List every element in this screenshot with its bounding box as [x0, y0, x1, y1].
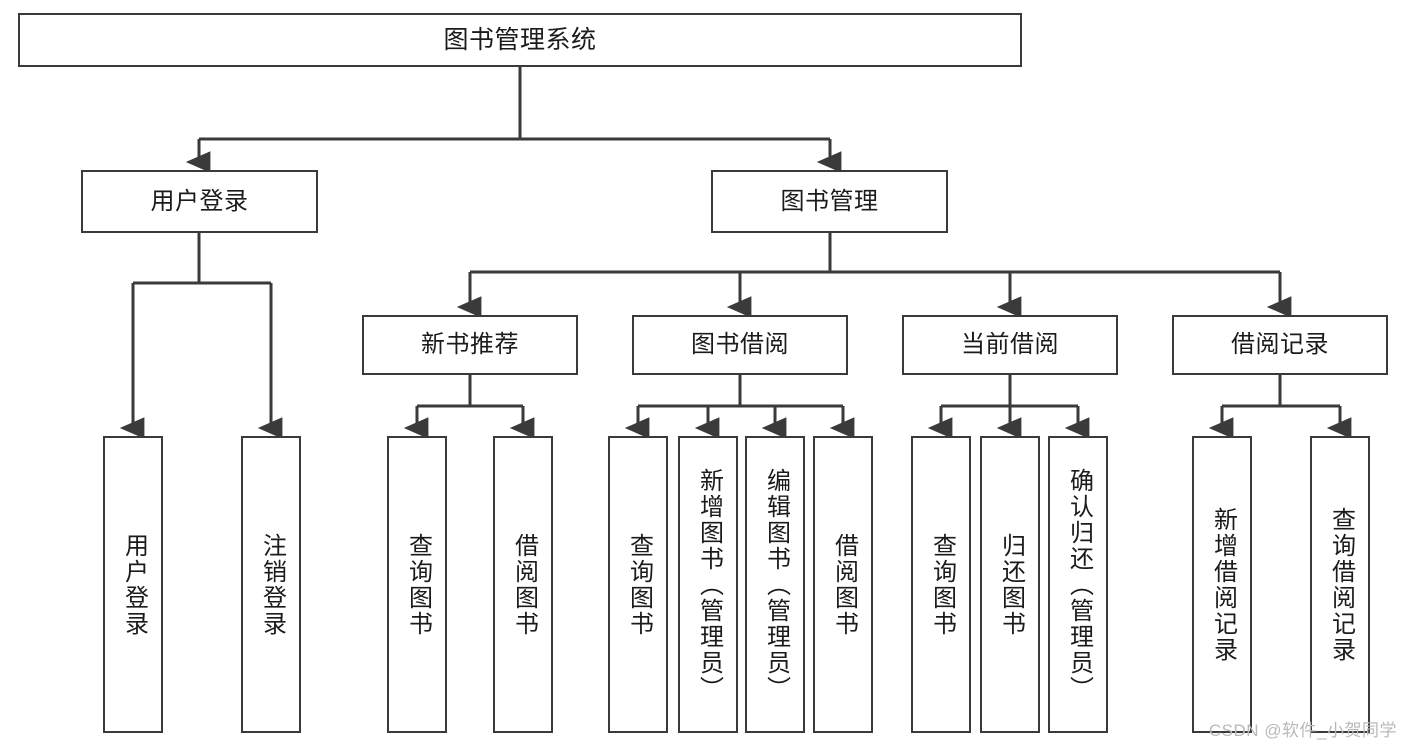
node-label: 借阅图书: [510, 532, 538, 637]
node-label: 用户登录: [150, 187, 249, 215]
leaf-return-book[interactable]: 归还图书: [980, 436, 1040, 733]
node-label: 借阅图书: [830, 532, 858, 637]
leaf-borrow-book-rec[interactable]: 借阅图书: [493, 436, 553, 733]
node-label: 用户登录: [120, 532, 148, 637]
leaf-add-book-admin[interactable]: 新增图书（管理员）: [678, 436, 738, 733]
node-current-borrow[interactable]: 当前借阅: [902, 315, 1118, 375]
leaf-edit-book-admin[interactable]: 编辑图书（管理员）: [745, 436, 805, 733]
node-label: 当前借阅: [961, 331, 1059, 359]
node-label: 查询图书: [625, 532, 653, 637]
node-root-system[interactable]: 图书管理系统: [18, 13, 1022, 67]
node-borrow-record[interactable]: 借阅记录: [1172, 315, 1388, 375]
leaf-user-login[interactable]: 用户登录: [103, 436, 163, 733]
leaf-borrow-book[interactable]: 借阅图书: [813, 436, 873, 733]
node-label: 图书管理: [780, 187, 879, 215]
leaf-query-borrow-record[interactable]: 查询借阅记录: [1310, 436, 1370, 733]
node-label: 归还图书: [997, 532, 1025, 637]
node-label: 新增借阅记录: [1209, 506, 1237, 663]
node-label: 查询图书: [404, 532, 432, 637]
leaf-query-book-borrow[interactable]: 查询图书: [608, 436, 668, 733]
node-label: 注销登录: [258, 532, 286, 637]
node-label: 编辑图书（管理员）: [762, 467, 790, 702]
node-label: 图书借阅: [691, 331, 789, 359]
node-book-management[interactable]: 图书管理: [711, 170, 948, 233]
node-new-book-recommendation[interactable]: 新书推荐: [362, 315, 578, 375]
node-label: 确认归还（管理员）: [1065, 467, 1093, 702]
leaf-logout[interactable]: 注销登录: [241, 436, 301, 733]
leaf-confirm-return-admin[interactable]: 确认归还（管理员）: [1048, 436, 1108, 733]
node-label: 查询图书: [928, 532, 956, 637]
node-label: 新增图书（管理员）: [695, 467, 723, 702]
node-label: 新书推荐: [421, 331, 519, 359]
node-label: 查询借阅记录: [1327, 506, 1355, 663]
node-label: 借阅记录: [1231, 331, 1329, 359]
node-label: 图书管理系统: [443, 25, 597, 54]
leaf-query-book-rec[interactable]: 查询图书: [387, 436, 447, 733]
leaf-query-book-current[interactable]: 查询图书: [911, 436, 971, 733]
leaf-add-borrow-record[interactable]: 新增借阅记录: [1192, 436, 1252, 733]
node-user-login[interactable]: 用户登录: [81, 170, 318, 233]
csdn-watermark: CSDN @软件_小贺同学: [1208, 721, 1397, 740]
node-book-borrow[interactable]: 图书借阅: [632, 315, 848, 375]
